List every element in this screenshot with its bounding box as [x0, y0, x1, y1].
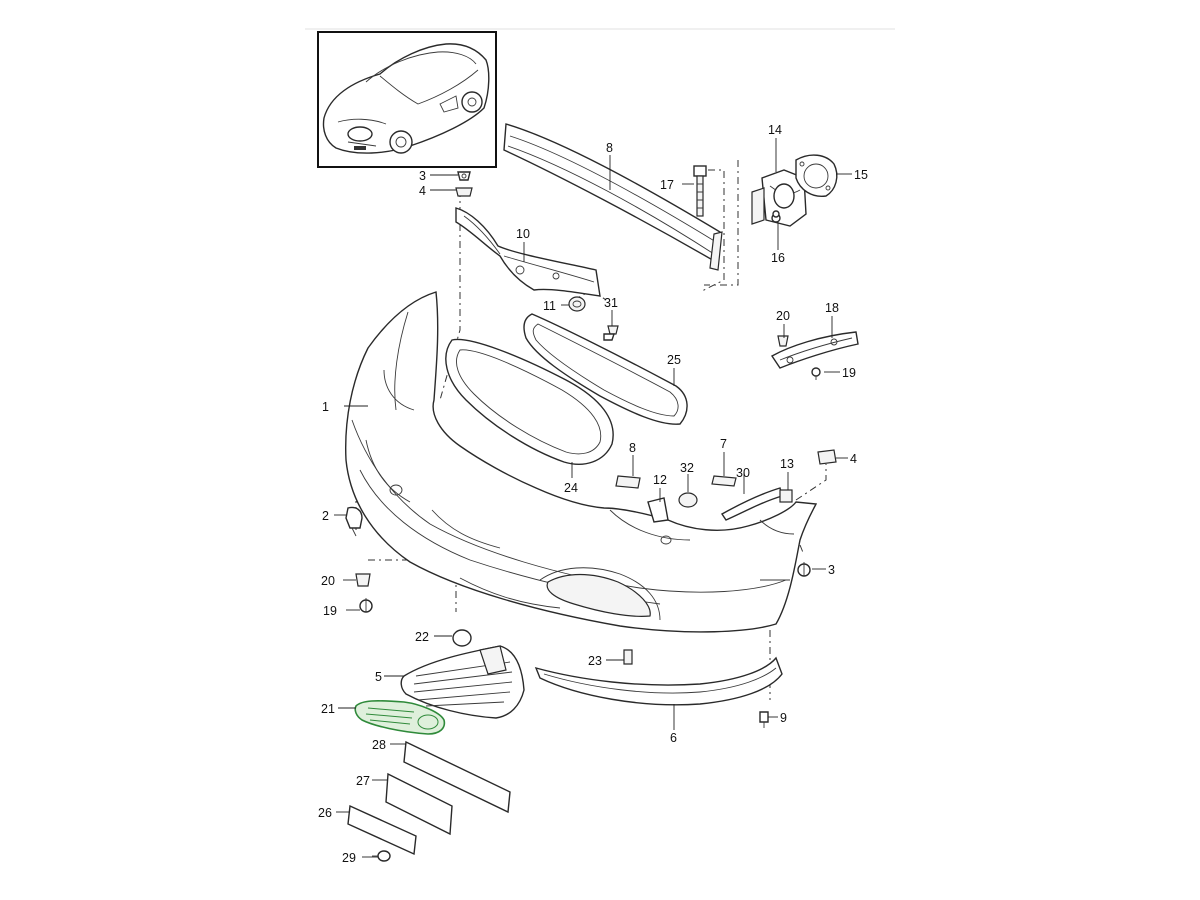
part-clip-20 [355, 573, 371, 587]
part-impact-beam [503, 123, 723, 271]
part-guide-12 [647, 497, 669, 523]
part-screw-19-top [811, 367, 821, 380]
part-clip-23 [623, 649, 633, 665]
callout-22: 22 [415, 630, 429, 644]
callout-10: 10 [516, 227, 530, 241]
part-clip-top [455, 171, 473, 197]
part-screw-9 [759, 711, 769, 728]
callout-2: 2 [322, 509, 329, 523]
callout-27: 27 [356, 774, 370, 788]
callout-5: 5 [375, 670, 382, 684]
part-small-fixtures [615, 449, 837, 523]
part-nut-22 [452, 629, 472, 647]
part-clip-7 [711, 475, 737, 487]
callout-13: 13 [780, 457, 794, 471]
callout-17: 17 [660, 178, 674, 192]
callout-18: 18 [825, 301, 839, 315]
callout-16: 16 [771, 251, 785, 265]
part-clip-13 [779, 489, 793, 503]
part-left-fixtures [345, 506, 811, 613]
callout-26: 26 [318, 806, 332, 820]
callout-3-top: 3 [419, 169, 426, 183]
callout-20-right: 20 [776, 309, 790, 323]
part-screw-31 [603, 325, 619, 341]
callout-6: 6 [670, 731, 677, 745]
callout-28: 28 [372, 738, 386, 752]
callout-14: 14 [768, 123, 782, 137]
part-upper-grille [523, 313, 688, 425]
callout-32: 32 [680, 461, 694, 475]
callout-12: 12 [653, 473, 667, 487]
part-clip-8 [615, 475, 641, 489]
callout-23: 23 [588, 654, 602, 668]
part-bumper-cover [345, 291, 818, 633]
part-nut-11 [568, 296, 586, 312]
part-bolt-16 [771, 210, 781, 223]
part-strip-30 [720, 487, 783, 521]
part-license-plate-28 [403, 740, 511, 814]
part-license-plate-27 [385, 772, 453, 836]
callout-labels: 1 2 3 3 4 4 5 6 7 8 8 9 10 11 12 13 14 1… [318, 123, 868, 865]
callout-4-right: 4 [850, 452, 857, 466]
part-license-plate-26 [347, 804, 417, 856]
callout-24: 24 [564, 481, 578, 495]
part-spoiler-lip [534, 656, 783, 706]
callout-19-right: 19 [842, 366, 856, 380]
callout-7: 7 [720, 437, 727, 451]
part-bolt-17 [693, 165, 707, 217]
part-screw-29 [372, 850, 391, 862]
vehicle-thumbnail [317, 31, 497, 168]
callout-20-left: 20 [321, 574, 335, 588]
callout-3-right: 3 [828, 563, 835, 577]
callout-29: 29 [342, 851, 356, 865]
callout-30: 30 [736, 466, 750, 480]
callout-8-top: 8 [606, 141, 613, 155]
part-intake-grille [400, 645, 525, 719]
part-grille-insert-highlighted [354, 700, 446, 735]
callout-8-mid: 8 [629, 441, 636, 455]
part-lower-grille [445, 338, 614, 465]
part-small-22-23 [452, 629, 633, 665]
callout-11: 11 [543, 299, 556, 313]
callout-4-top: 4 [419, 184, 426, 198]
part-side-bracket [770, 331, 859, 369]
callout-21: 21 [321, 702, 335, 716]
callout-9: 9 [780, 711, 787, 725]
part-clip-4 [817, 449, 837, 465]
part-plug-2 [345, 506, 363, 529]
callout-1: 1 [322, 400, 329, 414]
part-grommet-32 [678, 492, 698, 508]
callout-19-left: 19 [323, 604, 337, 618]
callout-25: 25 [667, 353, 681, 367]
callout-31: 31 [604, 296, 618, 310]
part-clip-20-top [777, 335, 789, 347]
leader-lines [334, 138, 852, 858]
part-gasket [795, 154, 838, 197]
callout-15: 15 [854, 168, 868, 182]
part-mounting-bracket [455, 207, 601, 297]
car-illustration [322, 43, 490, 154]
